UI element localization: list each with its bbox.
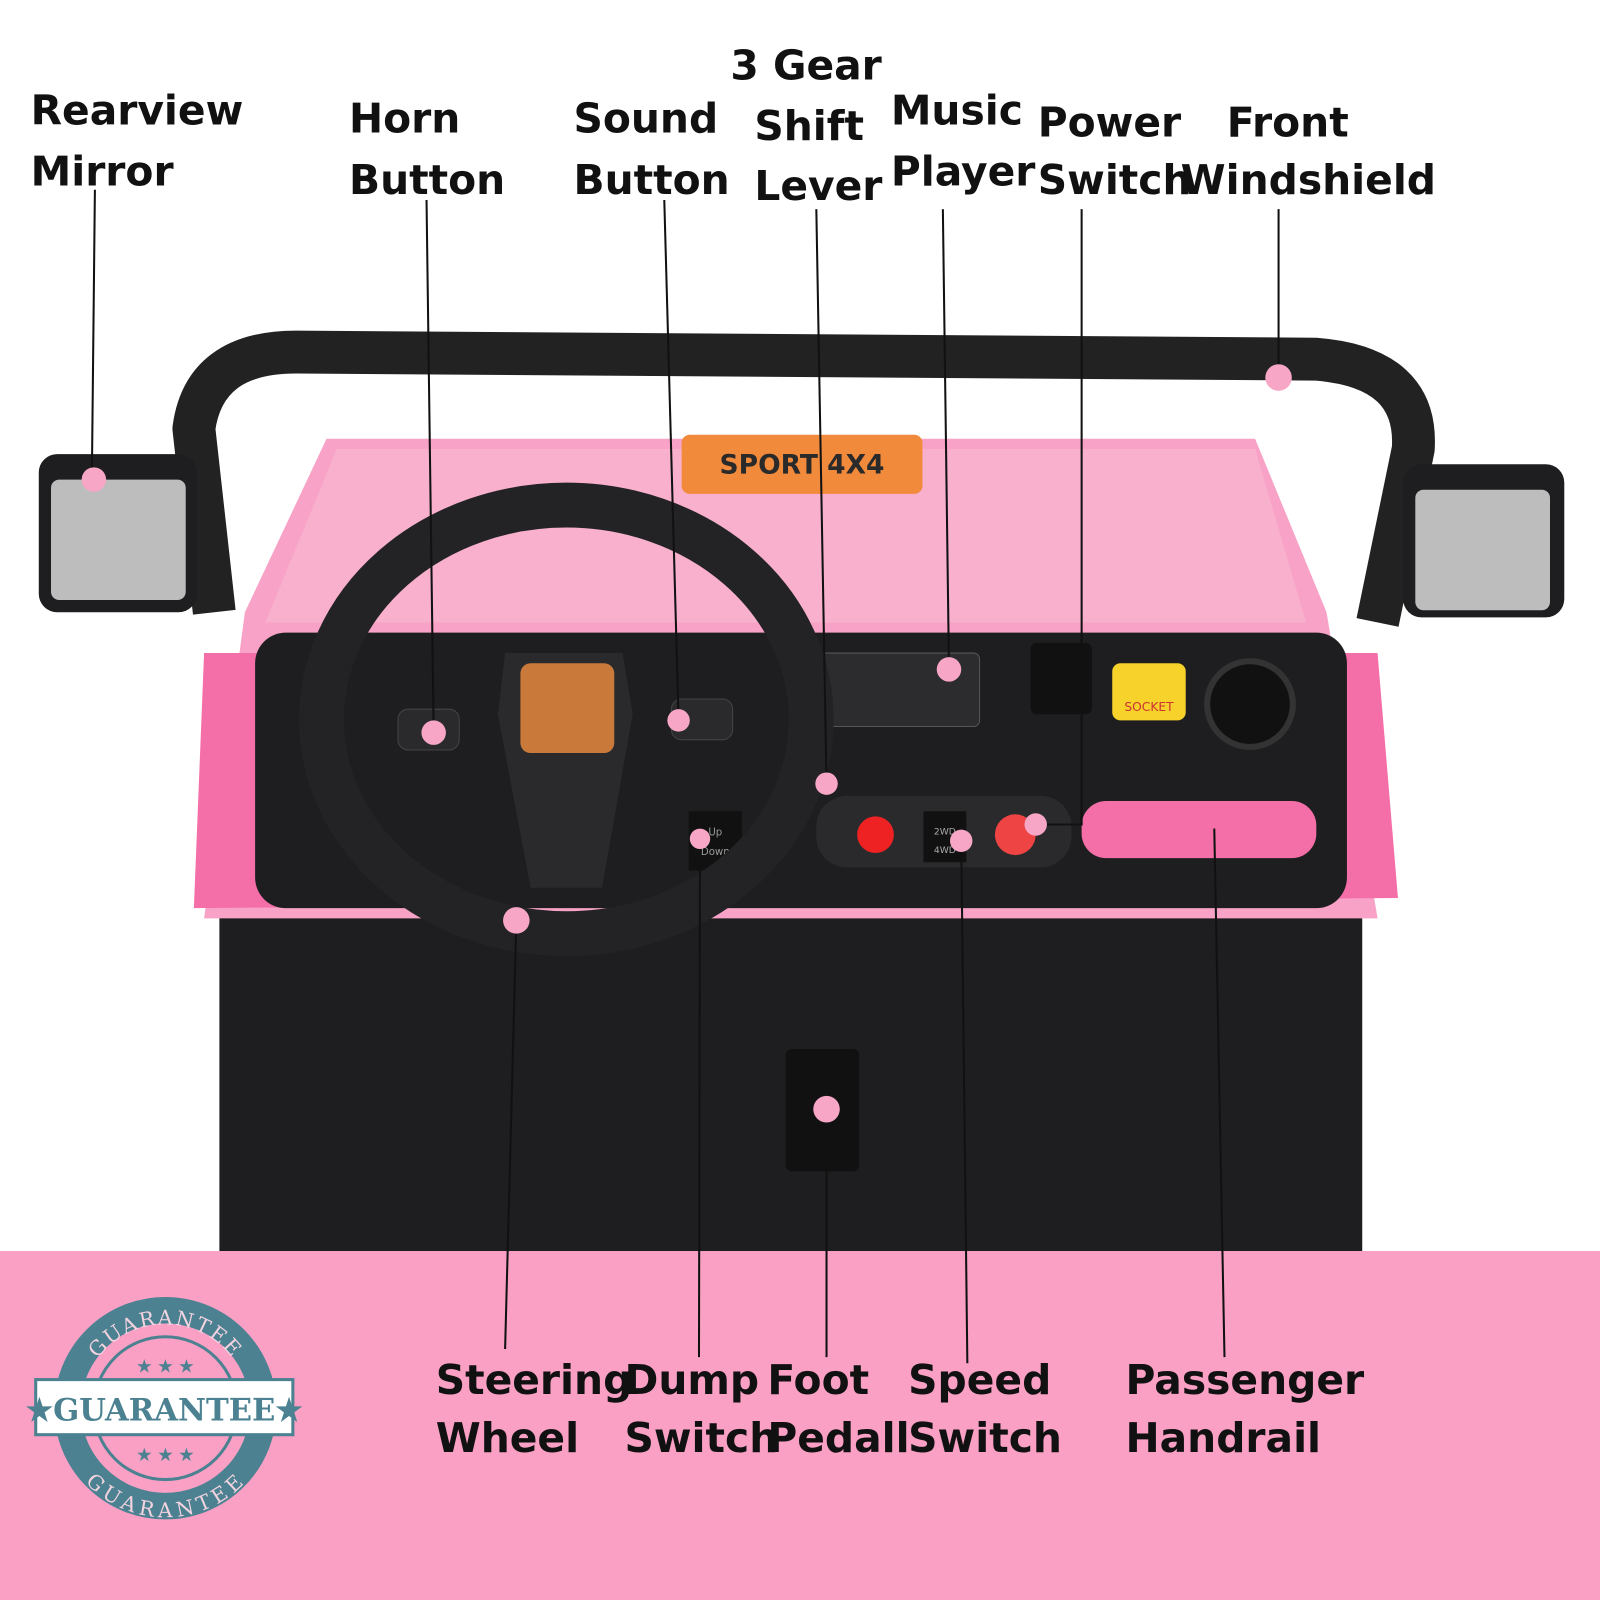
svg-text:★GUARANTEE★: ★GUARANTEE★ bbox=[26, 1392, 304, 1428]
svg-text:Button: Button bbox=[573, 156, 729, 204]
label-steering-wheel: Steering Wheel bbox=[436, 1356, 633, 1462]
marker-music-player bbox=[936, 657, 962, 682]
label-horn-button: Horn Button bbox=[349, 95, 505, 204]
label-foot-pedal: Foot Pedall bbox=[767, 1356, 909, 1462]
label-music-player: Music Player bbox=[891, 86, 1036, 195]
svg-text:Horn: Horn bbox=[349, 95, 460, 143]
svg-text:★ ★ ★: ★ ★ ★ bbox=[136, 1356, 195, 1376]
svg-text:Switch: Switch bbox=[908, 1414, 1062, 1462]
svg-text:Pedall: Pedall bbox=[767, 1414, 909, 1462]
svg-text:Sound: Sound bbox=[573, 95, 718, 143]
svg-text:Passenger: Passenger bbox=[1126, 1356, 1365, 1404]
label-dump-switch: Dump Switch bbox=[624, 1356, 778, 1462]
label-front-windshield: Front Windshield bbox=[1181, 99, 1436, 204]
svg-text:4WD: 4WD bbox=[934, 845, 956, 856]
svg-text:Switch: Switch bbox=[624, 1414, 778, 1462]
leader-lines bbox=[90, 189, 1280, 1364]
svg-text:Foot: Foot bbox=[767, 1356, 869, 1404]
marker-foot-pedal bbox=[813, 1095, 840, 1123]
svg-text:Button: Button bbox=[349, 156, 505, 204]
label-sound-button: Sound Button bbox=[573, 95, 729, 204]
label-speed-switch: Speed Switch bbox=[908, 1356, 1062, 1462]
marker-steering-wheel bbox=[503, 907, 530, 934]
marker-rearview-mirror bbox=[81, 467, 107, 492]
svg-text:Front: Front bbox=[1227, 99, 1349, 147]
label-gear-shift-lever: 3 Gear Shift Lever bbox=[730, 42, 882, 210]
svg-text:Shift: Shift bbox=[754, 102, 864, 150]
marker-power-switch bbox=[1024, 813, 1047, 836]
marker-windshield bbox=[1265, 364, 1292, 391]
svg-text:Steering: Steering bbox=[436, 1356, 633, 1404]
svg-text:Up: Up bbox=[708, 828, 722, 839]
label-rearview-mirror: Rearview Mirror bbox=[31, 86, 244, 195]
marker-gear-lever bbox=[815, 772, 838, 795]
svg-text:Player: Player bbox=[891, 148, 1036, 196]
svg-text:Rearview: Rearview bbox=[31, 86, 244, 134]
hood-decal: SPORT 4X4 bbox=[681, 434, 923, 494]
marker-dots bbox=[81, 364, 1292, 1123]
ride-on-car-photo: SPORT 4X4 SOCKET 2WD 4WD Up Down bbox=[38, 330, 1565, 1252]
svg-text:Power: Power bbox=[1038, 99, 1181, 147]
svg-text:Music: Music bbox=[891, 86, 1023, 134]
marker-sound-button bbox=[667, 709, 690, 732]
marker-speed-switch bbox=[950, 829, 973, 853]
svg-text:3 Gear: 3 Gear bbox=[730, 42, 881, 90]
label-power-switch: Power Switch bbox=[1038, 99, 1192, 204]
marker-dump-switch bbox=[689, 828, 711, 849]
label-passenger-handrail: Passenger Handrail bbox=[1126, 1356, 1365, 1462]
marker-horn-button bbox=[421, 720, 446, 745]
svg-text:SOCKET: SOCKET bbox=[1124, 700, 1174, 714]
svg-text:Handrail: Handrail bbox=[1126, 1414, 1322, 1462]
svg-text:Mirror: Mirror bbox=[31, 148, 174, 196]
svg-text:★ ★ ★: ★ ★ ★ bbox=[136, 1445, 195, 1465]
guarantee-stamp: GUARANTEE GUARANTEE ★ ★ ★ ★ ★ ★ ★GUARANT… bbox=[26, 1296, 304, 1522]
svg-text:Speed: Speed bbox=[908, 1356, 1051, 1404]
svg-text:2WD: 2WD bbox=[934, 827, 956, 838]
svg-text:Down: Down bbox=[701, 847, 730, 858]
svg-text:Dump: Dump bbox=[624, 1356, 759, 1404]
svg-text:Switch: Switch bbox=[1038, 156, 1192, 204]
svg-text:Wheel: Wheel bbox=[436, 1414, 579, 1462]
svg-text:Windshield: Windshield bbox=[1181, 156, 1436, 204]
svg-text:Lever: Lever bbox=[754, 162, 882, 210]
svg-text:SPORT 4X4: SPORT 4X4 bbox=[720, 449, 885, 480]
